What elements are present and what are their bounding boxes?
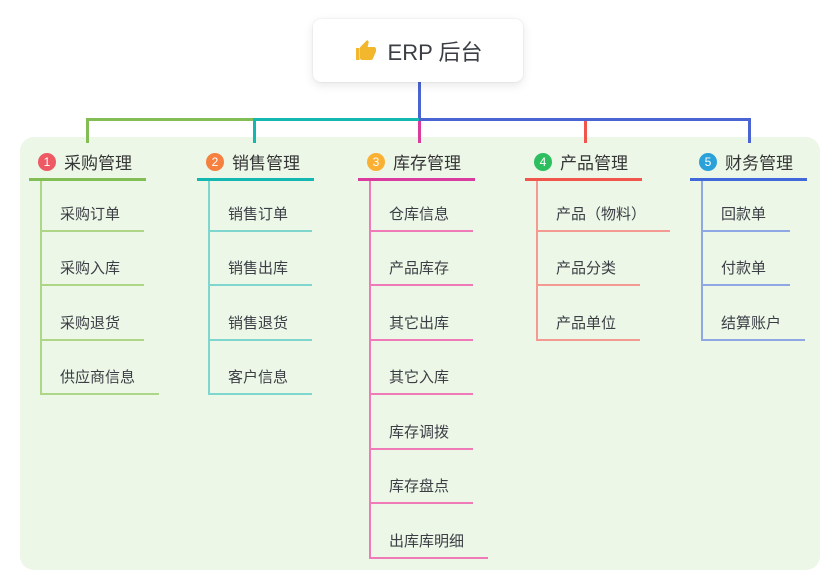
child-label: 客户信息 — [228, 369, 289, 386]
bus-line-teal — [253, 118, 419, 121]
branch-label: 库存管理 — [393, 154, 461, 173]
child-node[interactable]: 库存盘点 — [371, 450, 474, 504]
child-label: 产品单位 — [556, 314, 617, 332]
child-label: 结算账户 — [721, 314, 782, 332]
branch-label: 销售管理 — [232, 154, 300, 173]
branches-group-box — [20, 137, 820, 570]
child-node[interactable]: 仓库信息 — [371, 181, 474, 232]
child-label: 仓库信息 — [389, 205, 450, 223]
branch-children-sales: 销售订单 销售出库 销售退货 客户信息 — [208, 181, 313, 395]
child-label: 出库库明细 — [389, 532, 465, 550]
badge-number-3: 3 — [367, 152, 385, 171]
child-node[interactable]: 库存调拨 — [371, 395, 474, 450]
branch-purchase: 1 采购管理 采购订单 采购入库 采购退货 供应商信息 — [29, 145, 160, 395]
child-label: 产品分类 — [556, 260, 617, 277]
branch-children-finance: 回款单 付款单 结算账户 — [701, 181, 806, 341]
child-label: 采购订单 — [60, 205, 121, 223]
child-label: 库存盘点 — [389, 478, 450, 495]
root-node-label: ERP 后台 — [387, 39, 483, 65]
bus-line-blue — [419, 118, 751, 121]
child-label: 其它入库 — [389, 369, 450, 386]
child-node[interactable]: 产品库存 — [371, 232, 474, 286]
branch-children-purchase: 采购订单 采购入库 采购退货 供应商信息 — [40, 181, 160, 395]
thumbs-up-icon — [354, 39, 378, 63]
child-label: 产品库存 — [389, 260, 450, 277]
child-label: 付款单 — [721, 260, 767, 277]
child-node[interactable]: 产品单位 — [538, 286, 641, 341]
bus-line-green — [86, 118, 253, 121]
child-node[interactable]: 销售退货 — [210, 286, 313, 341]
child-label: 其它出库 — [389, 314, 450, 332]
branch-label: 采购管理 — [64, 154, 132, 173]
drop-line-branch-4 — [584, 121, 587, 143]
branch-children-product: 产品（物料） 产品分类 产品单位 — [536, 181, 671, 341]
child-node[interactable]: 客户信息 — [210, 341, 313, 395]
root-node[interactable]: ERP 后台 — [313, 19, 523, 82]
drop-line-branch-1 — [86, 118, 89, 143]
branch-node-inventory[interactable]: 3 库存管理 — [358, 145, 475, 181]
child-node[interactable]: 结算账户 — [703, 286, 806, 341]
child-label: 产品（物料） — [556, 205, 647, 223]
child-label: 销售出库 — [228, 260, 289, 277]
child-label: 回款单 — [721, 205, 767, 223]
child-node[interactable]: 销售订单 — [210, 181, 313, 232]
child-node[interactable]: 其它出库 — [371, 286, 474, 341]
drop-line-branch-5 — [748, 118, 751, 143]
child-label: 库存调拨 — [389, 423, 450, 441]
child-label: 采购退货 — [60, 314, 121, 332]
child-node[interactable]: 产品分类 — [538, 232, 641, 286]
branch-node-product[interactable]: 4 产品管理 — [525, 145, 642, 181]
branch-children-inventory: 仓库信息 产品库存 其它出库 其它入库 库存调拨 库存盘点 出库库明细 — [369, 181, 489, 559]
branch-node-finance[interactable]: 5 财务管理 — [690, 145, 807, 181]
branch-label: 产品管理 — [560, 154, 628, 173]
branch-node-sales[interactable]: 2 销售管理 — [197, 145, 314, 181]
child-label: 采购入库 — [60, 260, 121, 277]
branch-finance: 5 财务管理 回款单 付款单 结算账户 — [690, 145, 807, 341]
drop-line-branch-3 — [418, 121, 421, 143]
child-label: 销售退货 — [228, 314, 289, 332]
child-node[interactable]: 产品（物料） — [538, 181, 671, 232]
child-label: 供应商信息 — [60, 369, 136, 386]
badge-number-2: 2 — [206, 152, 224, 171]
badge-number-5: 5 — [699, 152, 717, 171]
child-node[interactable]: 其它入库 — [371, 341, 474, 395]
child-node[interactable]: 采购订单 — [42, 181, 145, 232]
branch-label: 财务管理 — [725, 154, 793, 173]
child-label: 销售订单 — [228, 205, 289, 223]
branch-sales: 2 销售管理 销售订单 销售出库 销售退货 客户信息 — [197, 145, 314, 395]
child-node[interactable]: 采购退货 — [42, 286, 145, 341]
branch-product: 4 产品管理 产品（物料） 产品分类 产品单位 — [525, 145, 671, 341]
root-stem-line — [418, 82, 421, 118]
branch-inventory: 3 库存管理 仓库信息 产品库存 其它出库 其它入库 库存调拨 库存盘点 出库库… — [358, 145, 489, 559]
child-node[interactable]: 采购入库 — [42, 232, 145, 286]
badge-number-1: 1 — [38, 152, 56, 171]
child-node[interactable]: 回款单 — [703, 181, 791, 232]
badge-number-4: 4 — [534, 152, 552, 171]
child-node[interactable]: 销售出库 — [210, 232, 313, 286]
drop-line-branch-2 — [253, 118, 256, 143]
child-node[interactable]: 供应商信息 — [42, 341, 160, 395]
branch-node-purchase[interactable]: 1 采购管理 — [29, 145, 146, 181]
child-node[interactable]: 出库库明细 — [371, 504, 489, 559]
child-node[interactable]: 付款单 — [703, 232, 791, 286]
